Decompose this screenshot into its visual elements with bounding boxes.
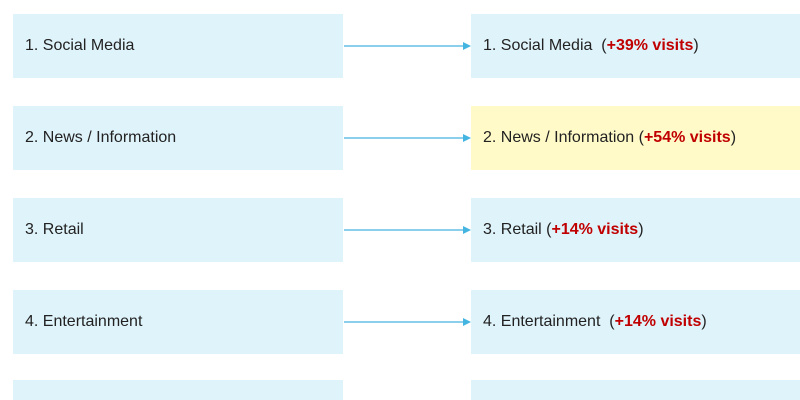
arrow-1 <box>344 42 471 50</box>
visits-delta-3: +14% visits <box>551 221 639 238</box>
left-box-5 <box>13 380 343 400</box>
left-box-1: 1. Social Media <box>13 14 343 78</box>
right-label-prefix-4: 4. Entertainment ( <box>483 313 615 330</box>
right-box-2: 2. News / Information ( +54% visits ) <box>471 106 800 170</box>
visits-delta-1: +39% visits <box>606 37 694 54</box>
arrow-3 <box>344 226 471 234</box>
right-label-suffix-3: ) <box>638 221 644 238</box>
left-box-3: 3. Retail <box>13 198 343 262</box>
left-box-2: 2. News / Information <box>13 106 343 170</box>
right-label-prefix-2: 2. News / Information ( <box>483 129 644 146</box>
left-label-3: 3. Retail <box>25 221 84 238</box>
right-label-suffix-2: ) <box>730 129 737 146</box>
right-label-prefix-1: 1. Social Media ( <box>483 37 607 54</box>
right-box-5 <box>471 380 800 400</box>
right-box-3: 3. Retail ( +14% visits ) <box>471 198 800 262</box>
right-box-4: 4. Entertainment ( +14% visits ) <box>471 290 800 354</box>
right-box-1: 1. Social Media ( +39% visits ) <box>471 14 800 78</box>
visits-delta-4: +14% visits <box>614 313 702 330</box>
arrow-4 <box>344 318 471 326</box>
left-label-2: 2. News / Information <box>25 129 177 146</box>
left-label-4: 4. Entertainment <box>25 313 143 330</box>
arrow-2 <box>344 134 471 142</box>
visits-delta-2: +54% visits <box>643 129 731 146</box>
right-label-suffix-1: ) <box>693 37 699 54</box>
right-label-prefix-3: 3. Retail ( <box>483 221 552 238</box>
left-label-1: 1. Social Media <box>25 37 135 54</box>
left-box-4: 4. Entertainment <box>13 290 343 354</box>
right-label-suffix-4: ) <box>701 313 707 330</box>
